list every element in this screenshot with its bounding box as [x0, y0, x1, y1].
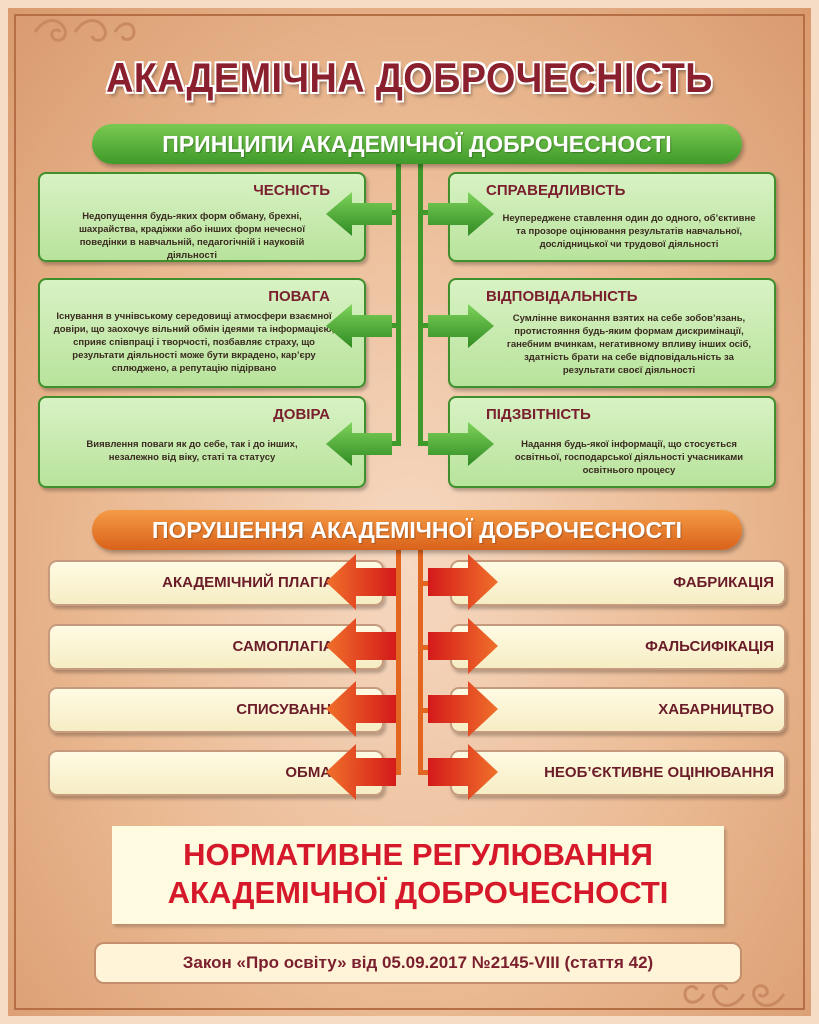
orange-arrow-right-icon: [428, 744, 498, 800]
green-arrow-left-icon: [326, 422, 392, 466]
violations-banner: ПОРУШЕННЯ АКАДЕМІЧНОЇ ДОБРОЧЕСНОСТІ: [92, 510, 742, 550]
orange-arrow-right-icon: [428, 618, 498, 674]
law-reference: Закон «Про освіту» від 05.09.2017 №2145-…: [94, 942, 742, 984]
orange-arrow-left-icon: [326, 618, 396, 674]
violation-biased-assessment: НЕОБ’ЄКТИВНЕ ОЦІНЮВАННЯ: [450, 750, 786, 796]
principle-title: ПОВАГА: [268, 288, 330, 305]
orange-arrow-right-icon: [428, 681, 498, 737]
principle-text: Надання будь-якої інформації, що стосуєт…: [514, 439, 744, 476]
ornament-bottom-right: [683, 984, 786, 1007]
violation-fabrication: ФАБРИКАЦІЯ: [450, 560, 786, 606]
principle-text: Неупереджене ставлення один до одного, о…: [502, 213, 756, 250]
orange-arrow-left-icon: [326, 554, 396, 610]
orange-arrow-left-icon: [326, 744, 396, 800]
principle-title: ВІДПОВІДАЛЬНІСТЬ: [486, 288, 638, 305]
principle-text: Існування в учнівському середовищі атмос…: [53, 311, 335, 374]
principle-text: Виявлення поваги як до себе, так і до ін…: [86, 439, 298, 463]
violation-falsification: ФАЛЬСИФІКАЦІЯ: [450, 624, 786, 670]
orange-arrow-right-icon: [428, 554, 498, 610]
green-arrow-left-icon: [326, 304, 392, 348]
ornament-top-left: [33, 19, 136, 42]
green-arrow-right-icon: [428, 422, 494, 466]
regulation-line-1: НОРМАТИВНЕ РЕГУЛЮВАННЯ: [183, 837, 653, 872]
principle-title: СПРАВЕДЛИВІСТЬ: [486, 182, 626, 199]
green-arrow-right-icon: [428, 192, 494, 236]
principle-text: Сумлінне виконання взятих на себе зобов’…: [506, 313, 752, 376]
orange-arrow-left-icon: [326, 681, 396, 737]
principle-card-accountability: ПІДЗВІТНІСТЬ Надання будь-якої інформаці…: [448, 396, 776, 488]
principle-card-honesty: ЧЕСНІСТЬ Недопущення будь-яких форм обма…: [38, 172, 366, 262]
principles-banner: ПРИНЦИПИ АКАДЕМІЧНОЇ ДОБРОЧЕСНОСТІ: [92, 124, 742, 164]
principle-card-responsibility: ВІДПОВІДАЛЬНІСТЬ Сумлінне виконання взят…: [448, 278, 776, 388]
green-arrow-left-icon: [326, 192, 392, 236]
principle-card-justice: СПРАВЕДЛИВІСТЬ Неупереджене ставлення од…: [448, 172, 776, 262]
main-title: АКАДЕМІЧНА ДОБРОЧЕСНІСТЬ: [106, 54, 713, 101]
violation-bribery: ХАБАРНИЦТВО: [450, 687, 786, 733]
principle-card-trust: ДОВІРА Виявлення поваги як до себе, так …: [38, 396, 366, 488]
principle-title: ПІДЗВІТНІСТЬ: [486, 406, 591, 423]
principle-title: ДОВІРА: [273, 406, 330, 423]
principle-text: Недопущення будь-яких форм обману, брехн…: [78, 211, 306, 261]
green-arrow-right-icon: [428, 304, 494, 348]
principle-title: ЧЕСНІСТЬ: [253, 182, 330, 199]
regulation-box: НОРМАТИВНЕ РЕГУЛЮВАННЯ АКАДЕМІЧНОЇ ДОБРО…: [112, 826, 724, 924]
principle-card-respect: ПОВАГА Існування в учнівському середовищ…: [38, 278, 366, 388]
regulation-line-2: АКАДЕМІЧНОЇ ДОБРОЧЕСНОСТІ: [167, 875, 669, 910]
